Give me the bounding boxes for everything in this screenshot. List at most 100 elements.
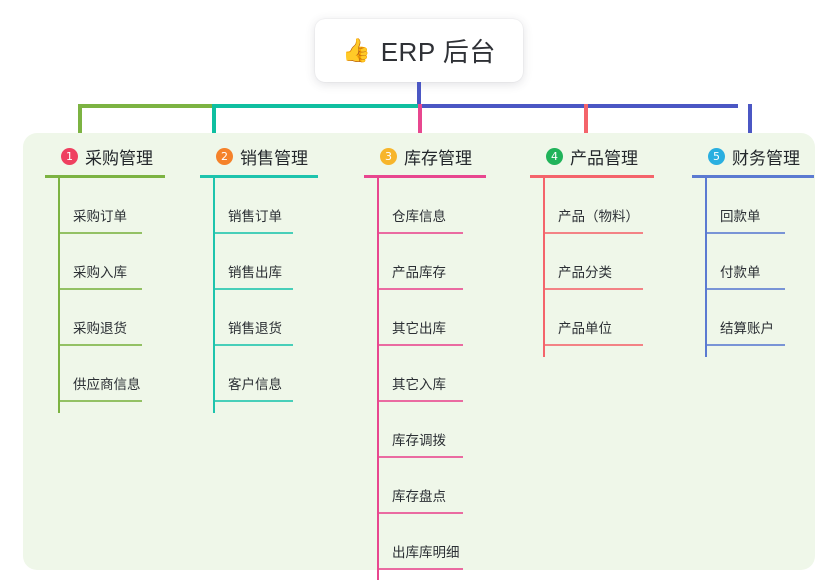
branch-rule bbox=[45, 175, 165, 178]
list-item-rule bbox=[377, 512, 463, 514]
list-item-rule bbox=[705, 344, 785, 346]
list-item-label: 库存调拨 bbox=[392, 433, 446, 448]
branch-badge-number: 3 bbox=[380, 147, 397, 165]
branch-drop-3 bbox=[418, 104, 422, 152]
list-item-label: 采购入库 bbox=[73, 265, 127, 280]
list-item-label: 库存盘点 bbox=[392, 489, 446, 504]
list-item-rule bbox=[58, 344, 142, 346]
branch-item-list: 仓库信息产品库存其它出库其它入库库存调拨库存盘点出库库明细 bbox=[364, 178, 486, 580]
list-item[interactable]: 销售出库 bbox=[200, 234, 318, 290]
list-item[interactable]: 其它入库 bbox=[364, 346, 486, 402]
list-item-label: 出库库明细 bbox=[392, 545, 460, 560]
root-node-card[interactable]: 👍 ERP 后台 bbox=[315, 19, 523, 82]
list-item-rule bbox=[705, 232, 785, 234]
list-item-rule bbox=[213, 288, 293, 290]
list-item[interactable]: 产品（物料） bbox=[530, 178, 654, 234]
list-item-label: 其它入库 bbox=[392, 377, 446, 392]
branch-rule bbox=[692, 175, 814, 178]
list-item-rule bbox=[377, 344, 463, 346]
list-item-rule bbox=[377, 232, 463, 234]
branch-stem bbox=[705, 178, 707, 357]
branch-header-4[interactable]: 4 产品管理 bbox=[530, 143, 654, 169]
list-item[interactable]: 库存盘点 bbox=[364, 458, 486, 514]
branch-stem bbox=[377, 178, 379, 580]
list-item-label: 产品单位 bbox=[558, 321, 612, 336]
list-item[interactable]: 结算账户 bbox=[692, 290, 814, 346]
branch-column-5: 5 财务管理回款单付款单结算账户 bbox=[692, 143, 814, 357]
list-item-rule bbox=[58, 232, 142, 234]
list-item-label: 供应商信息 bbox=[73, 377, 141, 392]
bus-segment-indigo bbox=[418, 104, 738, 108]
branch-drop-4 bbox=[584, 104, 588, 152]
branch-item-list: 销售订单销售出库销售退货客户信息 bbox=[200, 178, 318, 413]
list-item-label: 产品库存 bbox=[392, 265, 446, 280]
branch-stem bbox=[213, 178, 215, 413]
branch-item-list: 产品（物料） 产品分类产品单位 bbox=[530, 178, 654, 357]
branch-badge-number: 1 bbox=[61, 147, 78, 165]
list-item-label: 其它出库 bbox=[392, 321, 446, 336]
list-item-rule bbox=[705, 288, 785, 290]
branch-rule bbox=[530, 175, 654, 178]
list-item[interactable]: 销售订单 bbox=[200, 178, 318, 234]
list-item-rule bbox=[58, 288, 142, 290]
branch-drop-5 bbox=[748, 104, 752, 152]
list-item-label: 销售订单 bbox=[228, 209, 282, 224]
branch-drop-2 bbox=[212, 104, 216, 152]
list-item[interactable]: 采购入库 bbox=[45, 234, 165, 290]
list-item[interactable]: 出库库明细 bbox=[364, 514, 486, 570]
branch-title: 库存管理 bbox=[404, 148, 472, 168]
list-item[interactable]: 仓库信息 bbox=[364, 178, 486, 234]
list-item-label: 采购订单 bbox=[73, 209, 127, 224]
list-item[interactable]: 其它出库 bbox=[364, 290, 486, 346]
list-item-rule bbox=[213, 232, 293, 234]
list-item[interactable]: 回款单 bbox=[692, 178, 814, 234]
bus-segment-green bbox=[78, 104, 214, 108]
mindmap-panel bbox=[23, 133, 815, 570]
list-item-rule bbox=[543, 288, 643, 290]
branch-title: 销售管理 bbox=[240, 148, 308, 168]
list-item-label: 产品（物料） bbox=[558, 209, 639, 224]
branch-title: 采购管理 bbox=[85, 148, 153, 168]
list-item-rule bbox=[377, 400, 463, 402]
branch-stem bbox=[58, 178, 60, 413]
branch-column-1: 1 采购管理采购订单采购入库采购退货供应商信息 bbox=[45, 143, 165, 413]
list-item[interactable]: 采购退货 bbox=[45, 290, 165, 346]
list-item-label: 采购退货 bbox=[73, 321, 127, 336]
list-item[interactable]: 付款单 bbox=[692, 234, 814, 290]
page-title: ERP 后台 bbox=[380, 37, 496, 67]
list-item-rule bbox=[377, 568, 463, 570]
branch-header-3[interactable]: 3 库存管理 bbox=[364, 143, 486, 169]
list-item[interactable]: 产品单位 bbox=[530, 290, 654, 346]
list-item-rule bbox=[58, 400, 142, 402]
list-item[interactable]: 供应商信息 bbox=[45, 346, 165, 402]
branch-title: 产品管理 bbox=[570, 148, 638, 168]
branch-badge-number: 4 bbox=[546, 147, 563, 165]
list-item-rule bbox=[377, 288, 463, 290]
list-item[interactable]: 产品库存 bbox=[364, 234, 486, 290]
list-item[interactable]: 销售退货 bbox=[200, 290, 318, 346]
list-item-label: 产品分类 bbox=[558, 265, 612, 280]
branch-badge-number: 5 bbox=[708, 147, 725, 165]
branch-drop-1 bbox=[78, 104, 82, 152]
branch-column-4: 4 产品管理产品（物料） 产品分类产品单位 bbox=[530, 143, 654, 357]
list-item[interactable]: 采购订单 bbox=[45, 178, 165, 234]
list-item-label: 仓库信息 bbox=[392, 209, 446, 224]
bus-segment-teal bbox=[212, 104, 420, 108]
branch-item-list: 采购订单采购入库采购退货供应商信息 bbox=[45, 178, 165, 413]
list-item-rule bbox=[213, 344, 293, 346]
list-item-rule bbox=[377, 456, 463, 458]
list-item-label: 结算账户 bbox=[720, 321, 774, 336]
list-item[interactable]: 库存调拨 bbox=[364, 402, 486, 458]
branch-title: 财务管理 bbox=[732, 148, 800, 168]
list-item-label: 销售出库 bbox=[228, 265, 282, 280]
branch-rule bbox=[364, 175, 486, 178]
branch-rule bbox=[200, 175, 318, 178]
list-item[interactable]: 客户信息 bbox=[200, 346, 318, 402]
list-item[interactable]: 产品分类 bbox=[530, 234, 654, 290]
branch-header-1[interactable]: 1 采购管理 bbox=[45, 143, 165, 169]
branch-header-5[interactable]: 5 财务管理 bbox=[692, 143, 814, 169]
list-item-label: 客户信息 bbox=[228, 377, 282, 392]
